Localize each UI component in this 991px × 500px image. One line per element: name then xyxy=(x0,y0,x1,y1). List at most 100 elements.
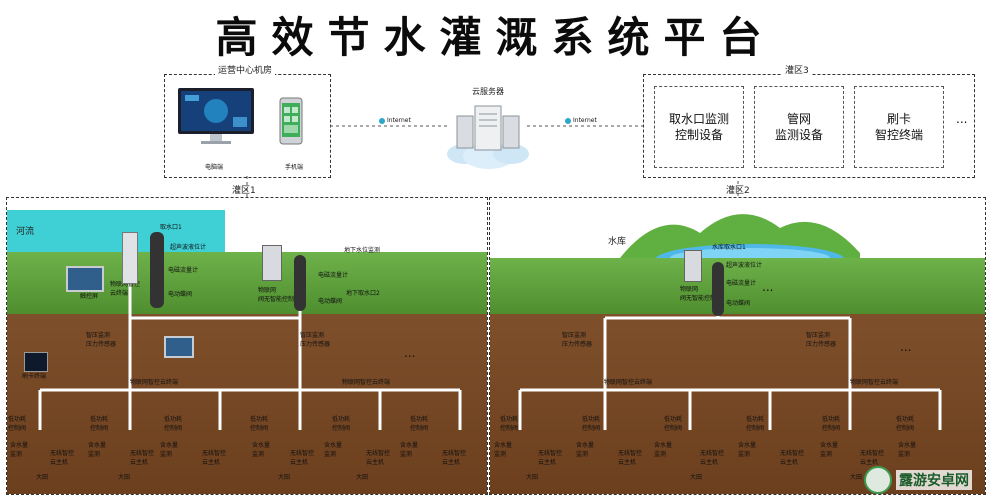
zone2-pressure2-label: 智压监测 压力传感器 xyxy=(806,332,837,348)
valve2-label: 电动蝶阀 xyxy=(318,298,343,305)
zone1-wireless-1: 无线智控 云主机 xyxy=(50,450,75,466)
well2-label: 地下取水口2 xyxy=(346,290,380,297)
solar-label: 物联网 阀无智能控制柜 xyxy=(258,287,301,303)
zone2-soil-3: 含水量 监测 xyxy=(654,442,673,458)
zone3-card-text: 取水口监测 控制设备 xyxy=(668,112,729,142)
zone1-wireless-5: 无线智控 云主机 xyxy=(366,450,391,466)
zone2-soil-6: 含水量 监测 xyxy=(898,442,917,458)
zone2-pump-device xyxy=(712,262,724,316)
zone2-soil-1: 含水量 监测 xyxy=(494,442,513,458)
river-area xyxy=(7,210,225,252)
touch-label: 触控屏 xyxy=(80,293,99,300)
zone1-lowpower-5: 低功耗 控制阀 xyxy=(332,416,351,432)
phone-label: 手机端 xyxy=(285,164,304,171)
zone2-lowpower-1: 低功耗 控制阀 xyxy=(500,416,519,432)
internet-left-label: Internet xyxy=(379,117,411,124)
ops-center-box: 运营中心机房 电脑端 手机端 xyxy=(164,63,331,178)
network-lines xyxy=(246,125,739,197)
zone1-lowpower-6: 低功耗 控制阀 xyxy=(410,416,429,432)
zone1-field-2: 大田 xyxy=(118,474,131,481)
zone2-field-3: 大田 xyxy=(690,474,703,481)
river-label: 河流 xyxy=(16,227,35,237)
reservoir-label: 水库 xyxy=(608,237,627,247)
zone1-wireless-2: 无线智控 云主机 xyxy=(130,450,155,466)
soil-area xyxy=(490,314,985,494)
pressure2-label: 智压监测 压力传感器 xyxy=(300,332,331,348)
zone3-card-card: 刷卡 智控终端 xyxy=(854,86,944,168)
zone3-card-text: 管网 监测设备 xyxy=(774,112,823,142)
watermark: 露游安卓网 xyxy=(864,466,972,494)
zone1-wireless-3: 无线智控 云主机 xyxy=(202,450,227,466)
zone2-lowpower-3: 低功耗 控制阀 xyxy=(664,416,683,432)
zone1-wireless-4: 无线智控 云主机 xyxy=(290,450,315,466)
zone1-soil-1: 含水量 监测 xyxy=(10,442,29,458)
zone2-soil-2: 含水量 监测 xyxy=(576,442,595,458)
smart-terminal-label: 物联网智控云终端 xyxy=(130,379,179,386)
zone2-lowpower-5: 低功耗 控制阀 xyxy=(822,416,841,432)
valve-label: 电动蝶阀 xyxy=(168,291,193,298)
card-terminal-device xyxy=(24,352,48,372)
zone1-lowpower-3: 低功耗 控制阀 xyxy=(164,416,183,432)
zone3-card-pipe: 管网 监测设备 xyxy=(754,86,844,168)
pump-device xyxy=(150,232,164,308)
pump2-device xyxy=(294,255,306,311)
zone1-soil-2: 含水量 监测 xyxy=(88,442,107,458)
intake-tower-device xyxy=(122,232,138,284)
zone1-field-5: 大田 xyxy=(356,474,369,481)
internet-right-label: Internet xyxy=(565,117,597,124)
watermark-logo-icon xyxy=(864,466,892,494)
reservoir-intake-label: 水库取水口1 xyxy=(712,244,746,251)
zone1-wireless-6: 无线智控 云主机 xyxy=(442,450,467,466)
zone3-ellipsis: ... xyxy=(956,112,968,126)
zone2-smart2-label: 物联网智控云终端 xyxy=(850,379,899,386)
zone2-cabinet-device xyxy=(684,250,702,282)
elec-label: 电磁流量计 xyxy=(318,272,349,279)
page-title: 高效节水灌溉系统平台 xyxy=(215,13,776,62)
touch-screen-device xyxy=(66,266,104,292)
zone3-card-text: 刷卡 智控终端 xyxy=(874,112,923,142)
card-terminal-label: 刷卡终端 xyxy=(22,373,47,380)
zone1-soil-4: 含水量 监测 xyxy=(252,442,271,458)
zone1-lowpower-2: 低功耗 控制阀 xyxy=(90,416,109,432)
ops-center-label: 运营中心机房 xyxy=(215,63,276,76)
zone2-label: 灌区2 xyxy=(726,186,750,196)
computer-icon xyxy=(177,87,255,144)
pressure-label: 智压监测 压力传感器 xyxy=(86,332,117,348)
zone1-ellipsis: ... xyxy=(404,346,416,360)
intake-label: 取水口1 xyxy=(160,224,182,231)
zone2-wireless-4: 无线智控 云主机 xyxy=(780,450,805,466)
zone2-wireless-3: 无线智控 云主机 xyxy=(700,450,725,466)
zone2-field-5: 大田 xyxy=(850,474,863,481)
ultrasonic-label: 超声波液位计 xyxy=(170,244,207,251)
cloud-server-label: 云服务器 xyxy=(472,87,504,96)
smart2-label: 物联网智控云终端 xyxy=(342,379,391,386)
zone2-pressure-label: 智压监测 压力传感器 xyxy=(562,332,593,348)
flowmeter-label: 电磁流量计 xyxy=(168,267,199,274)
zone2-smart-label: 物联网智控云终端 xyxy=(604,379,653,386)
zone2-ultrasonic-label: 超声波液位计 xyxy=(726,262,763,269)
well-label: 地下水位监测 xyxy=(344,247,381,254)
zone2-field-1: 大田 xyxy=(526,474,539,481)
zone2-soil-4: 含水量 监测 xyxy=(738,442,757,458)
zone2-ellipsis-top: ... xyxy=(762,280,774,294)
cloud-server-icon xyxy=(445,96,531,172)
zone2-wireless-2: 无线智控 云主机 xyxy=(618,450,643,466)
zone1-field-4: 大田 xyxy=(278,474,291,481)
zone2-scene xyxy=(489,197,986,495)
grass-area xyxy=(490,258,985,314)
zone1-field-1: 大田 xyxy=(36,474,49,481)
zone1-soil-6: 含水量 监测 xyxy=(400,442,419,458)
zone3-label: 灌区3 xyxy=(782,63,812,76)
zone2-lowpower-4: 低功耗 控制阀 xyxy=(746,416,765,432)
watermark-text: 露游安卓网 xyxy=(896,470,972,490)
zone2-valve-label: 电动蝶阀 xyxy=(726,300,751,307)
zone2-lowpower-2: 低功耗 控制阀 xyxy=(582,416,601,432)
zone1-lowpower-4: 低功耗 控制阀 xyxy=(250,416,269,432)
zone2-iot-label: 物联网 阀无智能控制柜 xyxy=(680,286,723,302)
phone-icon xyxy=(279,97,303,145)
computer-label: 电脑端 xyxy=(205,164,224,171)
zone3-card-intake: 取水口监测 控制设备 xyxy=(654,86,744,168)
globe-icon xyxy=(379,117,385,124)
zone2-soil-5: 含水量 监测 xyxy=(820,442,839,458)
